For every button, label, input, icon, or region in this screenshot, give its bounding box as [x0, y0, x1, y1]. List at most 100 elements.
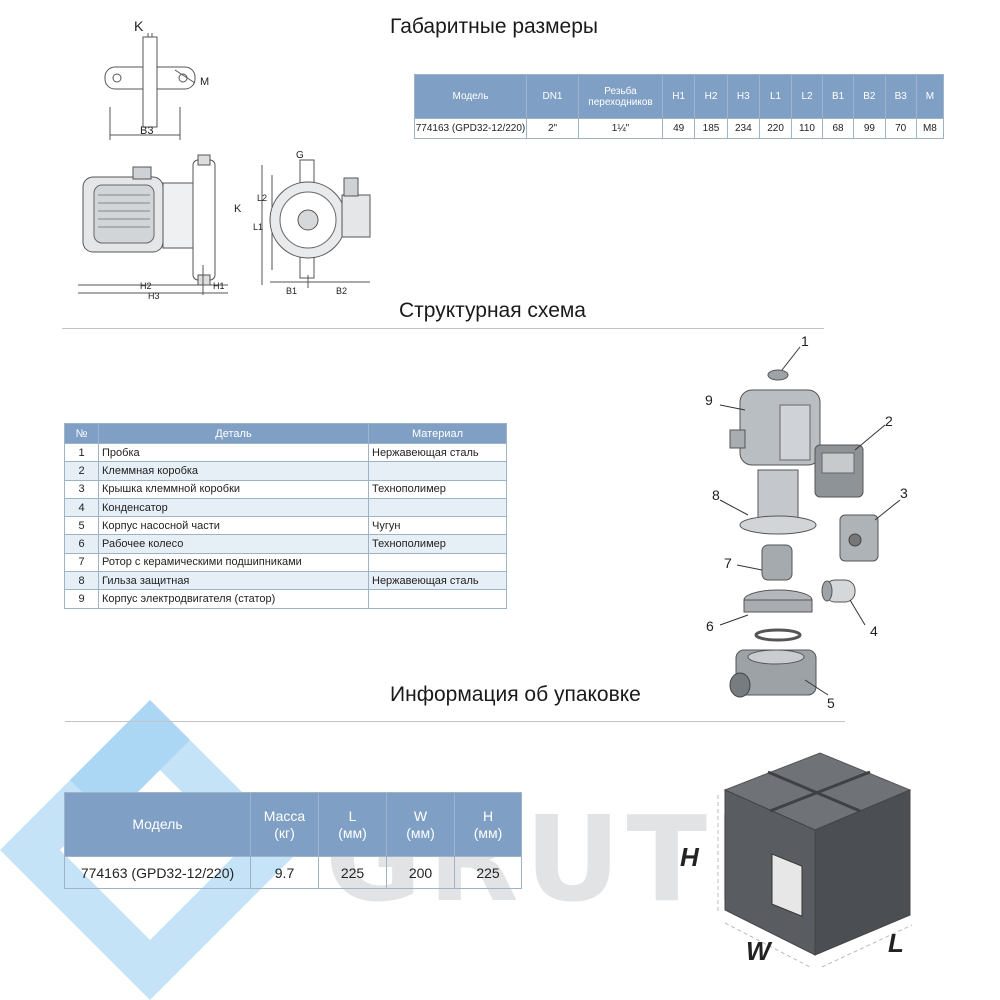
cell-material: Технополимер [368, 479, 507, 499]
col-h1: H1 [661, 74, 696, 119]
flange-drawing [104, 33, 196, 140]
exploded-view [719, 346, 901, 698]
label-b3: B3 [140, 125, 154, 137]
callout-6: 6 [706, 618, 714, 634]
col-h3: H3 [726, 74, 760, 119]
table-row: 774163 (GPD32-12/220) 2" 1¼" 49 185 234 … [414, 118, 945, 139]
callout-5: 5 [827, 695, 835, 711]
cell-num: 7 [64, 552, 99, 573]
box-label-w: W [746, 936, 771, 966]
section-title-structure: Структурная схема [399, 299, 586, 322]
cell-material [368, 461, 507, 481]
col-b3: B3 [884, 74, 917, 119]
cell-h3: 234 [726, 118, 760, 139]
cell-part: Гильза защитная [98, 571, 369, 591]
cell-part: Пробка [98, 442, 369, 463]
col-material: Материал [368, 423, 507, 444]
cell-material [368, 497, 507, 518]
cell-b1: 68 [821, 118, 855, 139]
col-length: L (мм) [318, 792, 387, 857]
col-model: Модель [64, 792, 251, 857]
cell-l2: 110 [791, 118, 823, 139]
label-m: M [200, 76, 210, 88]
pump-side-view [78, 154, 228, 295]
col-width: W (мм) [386, 792, 455, 857]
label-l2: L2 [257, 193, 268, 203]
col-l1: L1 [758, 74, 793, 119]
dimensions-table: Модель DN1 Резьба переходников H1 H2 H3 … [414, 74, 945, 139]
cell-h1: 49 [661, 118, 696, 139]
cell-num: 2 [64, 461, 99, 481]
cell-num: 1 [64, 442, 99, 463]
col-b2: B2 [853, 74, 886, 119]
callout-7: 7 [724, 555, 732, 571]
cell-b2: 99 [853, 118, 886, 139]
packaging-table: Модель Масса (кг) L (мм) W (мм) H (мм) 7… [64, 792, 522, 889]
col-mass: Масса (кг) [250, 792, 319, 857]
cell-part: Корпус насосной части [98, 516, 369, 536]
label-h1: H1 [213, 281, 225, 291]
section-title-packaging: Информация об упаковке [390, 683, 641, 706]
pump-front-view [261, 159, 371, 288]
callout-8: 8 [712, 487, 720, 503]
table-row: 774163 (GPD32-12/220) 9.7 225 200 225 [64, 856, 522, 889]
label-k-side: K [234, 203, 242, 215]
cell-material [368, 552, 507, 573]
col-part: Деталь [98, 423, 369, 444]
cell-num: 5 [64, 516, 99, 536]
divider-structure [62, 328, 824, 329]
cell-h2: 185 [694, 118, 728, 139]
label-g: G [296, 150, 304, 161]
label-h3: H3 [148, 291, 160, 301]
cell-model: 774163 (GPD32-12/220) [64, 856, 251, 889]
cell-width: 200 [386, 856, 455, 889]
cell-dn1: 2" [526, 118, 579, 139]
package-box-illustration [717, 752, 913, 968]
cell-b3: 70 [884, 118, 917, 139]
cell-part: Конденсатор [98, 497, 369, 518]
cell-num: 4 [64, 497, 99, 518]
col-b1: B1 [821, 74, 855, 119]
callout-9: 9 [705, 392, 713, 408]
cell-m: M8 [915, 118, 945, 139]
cell-part: Рабочее колесо [98, 534, 369, 554]
col-model: Модель [414, 74, 527, 119]
col-height: H (мм) [454, 792, 522, 857]
cell-thread: 1¼" [578, 118, 663, 139]
col-thread: Резьба переходников [578, 74, 663, 119]
col-h2: H2 [694, 74, 728, 119]
cell-num: 3 [64, 479, 99, 499]
cell-l1: 220 [758, 118, 793, 139]
cell-part: Ротор с керамическими подшипниками [98, 552, 369, 573]
callout-1: 1 [801, 333, 809, 349]
cell-part: Клеммная коробка [98, 461, 369, 481]
col-m: M [915, 74, 945, 119]
dimensions-table-header: Модель DN1 Резьба переходников H1 H2 H3 … [414, 74, 945, 119]
box-label-l: L [888, 928, 904, 958]
cell-num: 6 [64, 534, 99, 554]
cell-mass: 9.7 [250, 856, 319, 889]
cell-num: 8 [64, 571, 99, 591]
cell-part: Корпус электродвигателя (статор) [98, 589, 369, 609]
label-b1: B1 [286, 286, 298, 296]
cell-material [368, 589, 507, 609]
label-h2: H2 [140, 281, 152, 291]
label-k-top: K [134, 18, 144, 34]
callout-2: 2 [885, 413, 893, 429]
cell-height: 225 [454, 856, 522, 889]
packaging-table-header: Модель Масса (кг) L (мм) W (мм) H (мм) [64, 792, 522, 857]
cell-material: Нержавеющая сталь [368, 571, 507, 591]
col-l2: L2 [791, 74, 823, 119]
cell-material: Технополимер [368, 534, 507, 554]
label-l1: L1 [253, 222, 264, 232]
callout-4: 4 [870, 623, 878, 639]
